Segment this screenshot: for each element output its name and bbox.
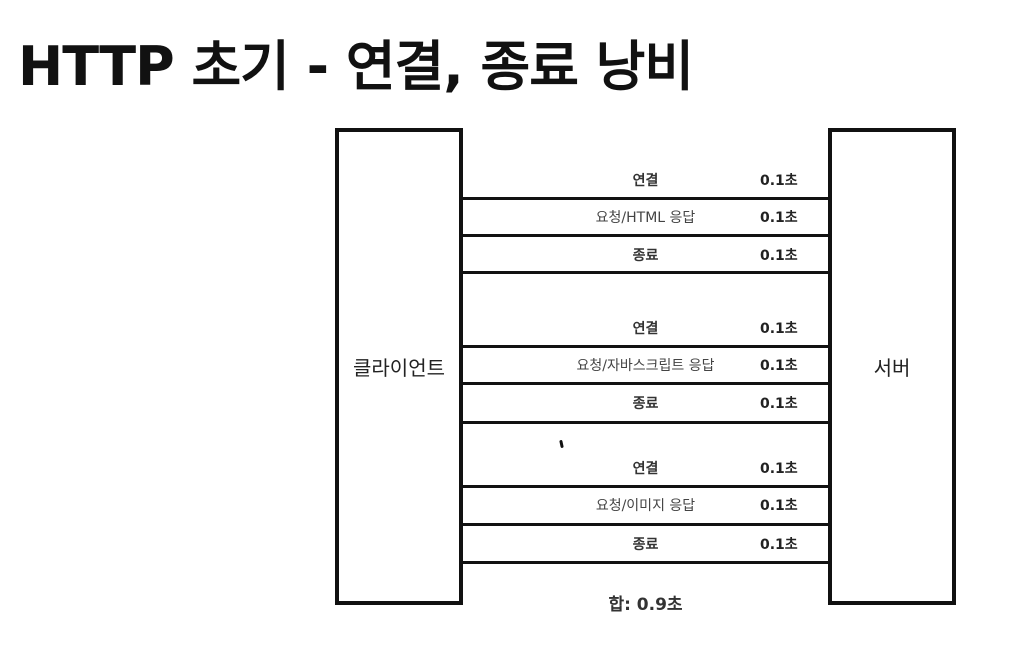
step-label: 연결 (632, 321, 659, 337)
step-row: 종료 0.1초 (463, 246, 828, 266)
step-time: 0.1초 (760, 321, 798, 337)
step-label: 요청/이미지 응답 (595, 498, 696, 514)
step-row: 연결 0.1초 (463, 459, 828, 479)
step-label: 연결 (632, 461, 659, 477)
step-label: 종료 (632, 248, 659, 264)
step-time: 0.1초 (760, 210, 798, 226)
connection-line (463, 421, 828, 424)
step-time: 0.1초 (760, 248, 798, 264)
connection-line (463, 485, 828, 488)
step-row: 연결 0.1초 (463, 319, 828, 339)
step-time: 0.1초 (760, 358, 798, 374)
step-row: 요청/자바스크립트 응답 0.1초 (463, 356, 828, 376)
step-row: 종료 0.1초 (463, 394, 828, 414)
connection-line (463, 271, 828, 274)
server-box: 서버 (828, 128, 956, 605)
total-time: 합: 0.9초 (608, 595, 683, 615)
connection-line (463, 382, 828, 385)
step-label: 요청/자바스크립트 응답 (576, 358, 715, 374)
step-time: 0.1초 (760, 498, 798, 514)
connection-line (463, 523, 828, 526)
step-label: 요청/HTML 응답 (595, 210, 696, 226)
step-time: 0.1초 (760, 173, 798, 189)
connection-line (463, 197, 828, 200)
step-row: 종료 0.1초 (463, 535, 828, 555)
connection-line (463, 234, 828, 237)
step-label: 연결 (632, 173, 659, 189)
step-row: 연결 0.1초 (463, 171, 828, 191)
step-time: 0.1초 (760, 396, 798, 412)
page-title: HTTP 초기 - 연결, 종료 낭비 (18, 35, 694, 98)
step-row: 요청/이미지 응답 0.1초 (463, 496, 828, 516)
step-label: 종료 (632, 537, 659, 553)
step-time: 0.1초 (760, 461, 798, 477)
connection-line (463, 345, 828, 348)
step-time: 0.1초 (760, 537, 798, 553)
client-box: 클라이언트 (335, 128, 463, 605)
pen-mark (559, 439, 564, 449)
client-label: 클라이언트 (353, 356, 445, 380)
step-label: 종료 (632, 396, 659, 412)
step-row: 요청/HTML 응답 0.1초 (463, 208, 828, 228)
connection-line (463, 561, 828, 564)
server-label: 서버 (873, 356, 911, 380)
